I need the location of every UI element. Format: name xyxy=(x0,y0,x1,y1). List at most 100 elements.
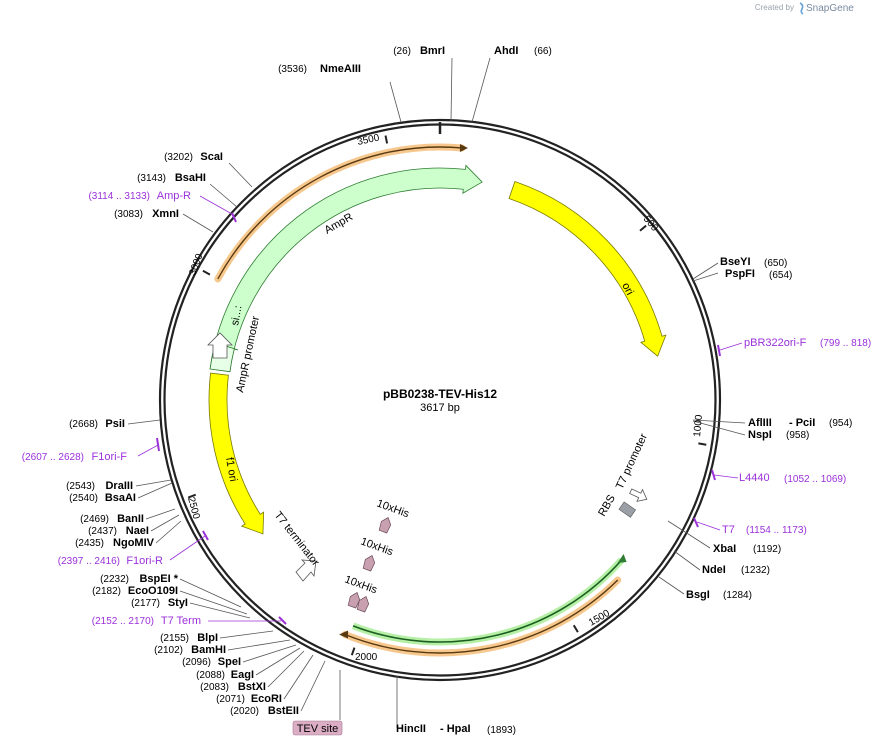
enzyme-ecori: EcoRI xyxy=(251,693,282,705)
cds-glow xyxy=(351,557,625,646)
enzyme-nspi: NspI xyxy=(748,429,772,441)
enzyme-leader-12 xyxy=(658,576,685,595)
cds-arrow-icon xyxy=(617,553,627,563)
enzyme-banii-pos: (2469) xyxy=(80,514,109,525)
enzyme-scai: ScaI xyxy=(200,151,223,163)
enzyme-bseyi-pos: (650) xyxy=(764,258,787,269)
enzyme-ndei-pos: (1232) xyxy=(741,565,770,576)
brand-name: SnapGene xyxy=(806,3,854,14)
primer-amp-r: Amp-R xyxy=(157,190,191,202)
tick-mark-500 xyxy=(639,224,647,232)
enzyme-pspfi-pos: (654) xyxy=(769,270,792,281)
primer-t7: T7 xyxy=(722,524,735,536)
enzyme-leader-21 xyxy=(189,602,251,619)
enzyme-leader-26 xyxy=(267,650,305,688)
enzyme-ngomiv-pos: (2435) xyxy=(75,538,104,549)
enzyme-leader-17 xyxy=(150,514,180,532)
enzyme-leader-16 xyxy=(145,508,176,520)
enzyme-xbai: XbaI xyxy=(713,543,736,555)
enzyme-leader-22 xyxy=(219,630,274,639)
primer-f1ori-r-pos: (2397 .. 2416) xyxy=(58,556,120,567)
enzyme-bsteii: BstEII xyxy=(268,705,299,717)
enzyme-bsaai-pos: (2540) xyxy=(69,493,98,504)
enzyme-blpi: BlpI xyxy=(197,632,218,644)
backbone-outer xyxy=(158,118,722,682)
primer-tick-f1ori-f xyxy=(156,437,160,452)
enzyme-bsteii-pos: (2020) xyxy=(230,706,259,717)
his-orf-arrow-icon xyxy=(339,630,349,639)
enzyme-leader-20 xyxy=(179,590,248,615)
rbs-label: RBS xyxy=(596,493,618,519)
enzyme-leader-7 xyxy=(692,272,719,282)
enzyme-leader-15 xyxy=(137,482,173,499)
enzyme-leader-3 xyxy=(228,162,253,188)
enzyme-ahdi: AhdI xyxy=(494,45,518,57)
primer-leader-5 xyxy=(169,535,206,561)
enzyme-bamhi-pos: (2102) xyxy=(154,645,183,656)
primer-tick-pbr322ori-f xyxy=(717,344,721,357)
enzyme-afliii: AflIII xyxy=(748,417,772,429)
signal-label: si...: xyxy=(229,305,244,327)
enzyme-ecoo109i-pos: (2182) xyxy=(92,586,121,597)
f1-ori-feature xyxy=(208,372,265,535)
enzyme-leader-14 xyxy=(135,479,172,487)
enzyme-bsgi: BsgI xyxy=(686,589,710,601)
enzyme-nspi-pos: (958) xyxy=(786,430,809,441)
enzyme-leader-24 xyxy=(242,644,297,663)
tick-mark-1500 xyxy=(572,624,579,633)
plasmid-size: 3617 bp xyxy=(420,402,460,414)
ori-feature xyxy=(508,180,667,357)
enzyme-bmri-pos: (26) xyxy=(393,46,411,57)
tick-mark-1000 xyxy=(698,442,707,446)
ampr-orf-arrow-icon xyxy=(459,143,468,152)
enzyme-bseyi: BseYI xyxy=(720,256,751,268)
enzyme-eagi-pos: (2088) xyxy=(196,670,225,681)
ori-label: ori xyxy=(619,281,635,297)
enzyme-bsahi: BsaHI xyxy=(175,172,206,184)
tick-mark-3000 xyxy=(202,269,211,276)
enzyme-nmeaiii: NmeAIII xyxy=(320,63,361,75)
enzyme-hpai: - HpaI xyxy=(440,723,471,735)
primer-f1ori-f-pos: (2607 .. 2628) xyxy=(22,452,84,463)
t7-terminator-arrow-icon xyxy=(295,559,317,582)
enzyme-leader-1 xyxy=(471,57,491,123)
primer-leader-3 xyxy=(696,521,721,531)
enzyme-bsaai: BsaAI xyxy=(105,492,136,504)
primer-leader-0 xyxy=(199,195,233,215)
enzyme-leader-2 xyxy=(389,81,402,123)
enzyme-nmeaiii-pos: (3536) xyxy=(278,64,307,75)
enzyme-naei: NaeI xyxy=(126,525,149,537)
his-orf-line xyxy=(344,579,619,654)
his-orf-glow xyxy=(341,576,622,657)
enzyme-pcii: - PciI xyxy=(789,417,815,429)
enzyme-bmri: BmrI xyxy=(420,45,445,57)
enzyme-leader-19 xyxy=(179,578,242,608)
enzyme-xbai-pos: (1192) xyxy=(753,544,781,555)
his-tag-2-icon xyxy=(362,555,376,572)
enzyme-hincii: HincII xyxy=(396,723,426,735)
his-label-1: 10xHis xyxy=(375,498,411,521)
enzyme-scai-pos: (3202) xyxy=(164,152,193,163)
tick-mark-2000 xyxy=(350,647,356,656)
primer-t7-pos: (1154 .. 1173) xyxy=(746,525,807,536)
tick-mark-3500 xyxy=(384,135,389,144)
enzyme-psii-pos: (2668) xyxy=(69,419,98,430)
enzyme-styi: StyI xyxy=(168,597,188,609)
enzyme-leader-23 xyxy=(227,639,291,651)
ampr-promoter-arrow-icon xyxy=(207,332,233,359)
primer-leader-1 xyxy=(719,342,743,351)
his-tag-1-icon xyxy=(378,517,392,534)
enzyme-leader-28 xyxy=(300,660,326,712)
tick-label-3500: 3500 xyxy=(356,132,380,147)
enzyme-eagi: EagI xyxy=(231,669,254,681)
primer-tick-amp-r xyxy=(231,212,237,223)
t7-promoter-arrow-icon xyxy=(629,488,648,502)
enzyme-psii: PsiI xyxy=(105,418,125,430)
primer-leader-4 xyxy=(137,444,159,457)
enzyme-naei-pos: (2437) xyxy=(88,526,117,537)
enzyme-leader-11 xyxy=(673,550,701,571)
enzyme-styi-pos: (2177) xyxy=(131,598,160,609)
enzyme-leader-10 xyxy=(667,520,711,549)
enzyme-leader-5 xyxy=(182,213,214,233)
snapgene-logo-icon xyxy=(799,2,804,15)
